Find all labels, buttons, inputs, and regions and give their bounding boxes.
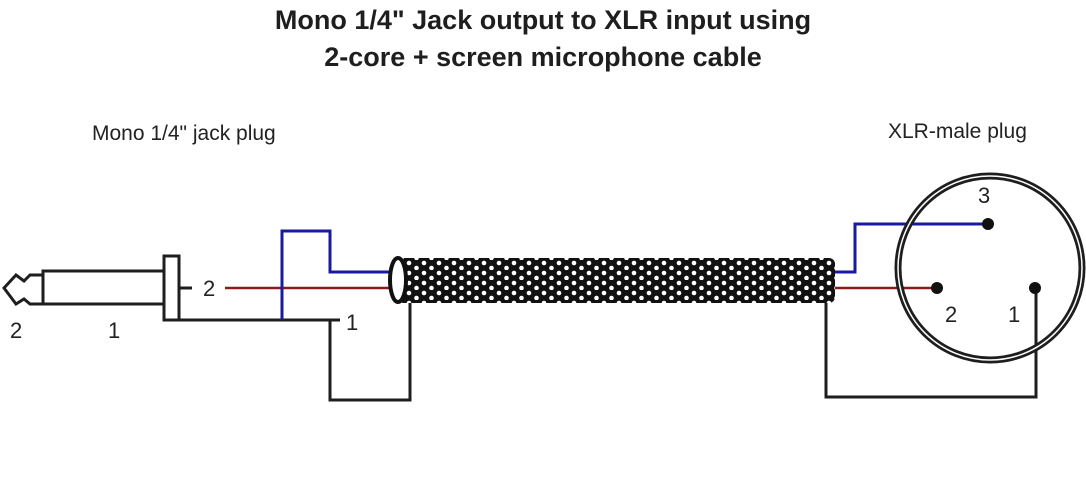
screen-wire-right bbox=[824, 288, 1038, 399]
shielded-cable bbox=[388, 256, 835, 304]
jack-sleeve-label: 1 bbox=[108, 318, 120, 343]
screen-wire-left bbox=[328, 303, 412, 402]
diagram-title-line-2: 2-core + screen microphone cable bbox=[324, 42, 762, 72]
xlr-plug-label: XLR-male plug bbox=[888, 120, 1027, 143]
jack-tip-label: 2 bbox=[10, 318, 22, 343]
cold-wire-left bbox=[280, 229, 395, 320]
cable-braid bbox=[398, 258, 835, 303]
xlr-pin-3 bbox=[982, 218, 994, 230]
cable-end-left bbox=[388, 256, 408, 304]
xlr-pin-1-label: 1 bbox=[1008, 302, 1020, 327]
jack-terminal-hot-label: 2 bbox=[203, 276, 215, 301]
xlr-pin-3-label: 3 bbox=[978, 183, 990, 208]
jack-tip bbox=[2, 272, 45, 307]
xlr-pin-1 bbox=[1029, 282, 1041, 294]
jack-plug-label: Mono 1/4" jack plug bbox=[92, 122, 276, 145]
jack-plug bbox=[2, 254, 192, 322]
diagram-title-line-1: Mono 1/4" Jack output to XLR input using bbox=[274, 5, 812, 35]
xlr-pin-2 bbox=[931, 282, 943, 294]
jack-body-collar bbox=[162, 254, 181, 322]
xlr-inner-ring bbox=[897, 175, 1083, 361]
xlr-plug bbox=[894, 172, 1086, 364]
cold-wire-right bbox=[835, 222, 988, 274]
xlr-pin-2-label: 2 bbox=[945, 302, 957, 327]
jack-shaft bbox=[41, 269, 166, 306]
jack-terminal-ground-label: 1 bbox=[346, 310, 358, 335]
